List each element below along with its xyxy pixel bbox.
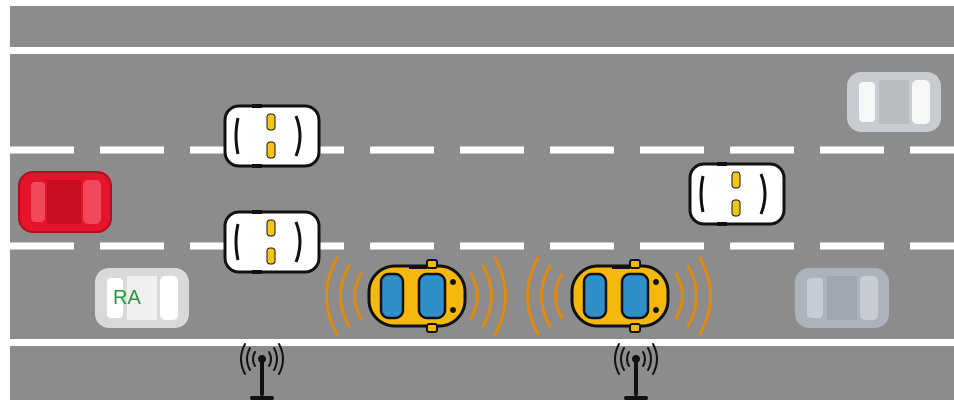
car-icon — [795, 268, 889, 328]
wireless-signal-icon — [325, 256, 507, 336]
road-edge-line-top — [10, 47, 954, 54]
ra-car-label: RA — [113, 287, 141, 309]
connected-car-icon — [570, 259, 670, 333]
car-icon — [223, 210, 321, 274]
roadside-unit-antenna-icon — [240, 343, 284, 400]
road-edge-line-bottom — [10, 339, 954, 346]
attacker-car-icon — [18, 171, 112, 233]
wireless-signal-icon — [526, 256, 712, 336]
car-icon — [688, 162, 786, 226]
ra-car-icon — [95, 268, 189, 328]
car-icon — [847, 72, 941, 132]
car-icon — [223, 104, 321, 168]
connected-car-icon — [367, 259, 467, 333]
roadside-unit-antenna-icon — [614, 343, 658, 400]
road-surface — [10, 6, 954, 400]
